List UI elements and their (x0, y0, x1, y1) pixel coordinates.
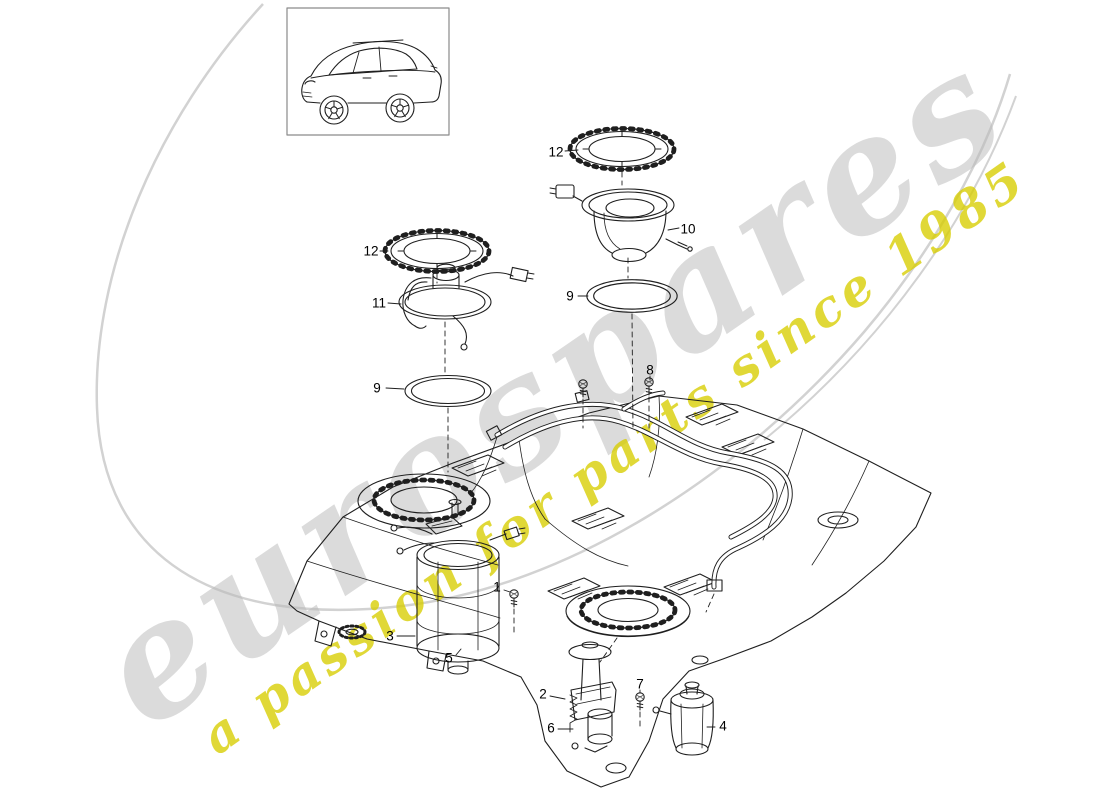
fuel-pump-unit-4 (652, 681, 714, 756)
callout-1[interactable]: 1 (493, 579, 501, 595)
callout-10[interactable]: 10 (680, 221, 696, 237)
tank-opening-left (357, 473, 491, 529)
fuel-filter-assembly-3-5 (390, 498, 526, 675)
watermark-brand: eurospares (64, 12, 1041, 764)
tank-opening-right (565, 585, 691, 638)
cayenne-side-view (301, 39, 442, 125)
callout-12-left[interactable]: 12 (363, 243, 379, 259)
callout-8[interactable]: 8 (646, 362, 654, 378)
callout-11[interactable]: 11 (371, 295, 387, 311)
callout-2[interactable]: 2 (539, 686, 547, 702)
callout-9-right[interactable]: 9 (566, 288, 574, 304)
callout-6[interactable]: 6 (547, 720, 555, 736)
axis-dashes-left (436, 272, 449, 473)
callout-9-left[interactable]: 9 (373, 380, 381, 396)
mounting-screws-top (578, 377, 654, 429)
callout-3[interactable]: 3 (386, 628, 394, 644)
lock-ring-right-12 (570, 129, 674, 170)
lock-ring-left-12 (385, 231, 489, 272)
screw-part-7 (635, 692, 645, 731)
fuel-pump-module-2-6 (568, 637, 618, 753)
callout-7[interactable]: 7 (636, 676, 644, 692)
callout-4[interactable]: 4 (719, 718, 727, 734)
logo-swoosh (95, 3, 1017, 612)
vehicle-thumbnail[interactable] (286, 7, 450, 136)
fuel-lines (469, 390, 793, 613)
bolt-part-1 (509, 589, 519, 637)
callout-leader-lines (379, 149, 716, 730)
fuel-pump-flange-10 (549, 184, 693, 263)
axis-dashes-right (621, 171, 634, 431)
callout-5[interactable]: 5 (445, 650, 453, 666)
fuel-level-sender-11 (398, 263, 535, 351)
callout-12-right[interactable]: 12 (548, 144, 564, 160)
